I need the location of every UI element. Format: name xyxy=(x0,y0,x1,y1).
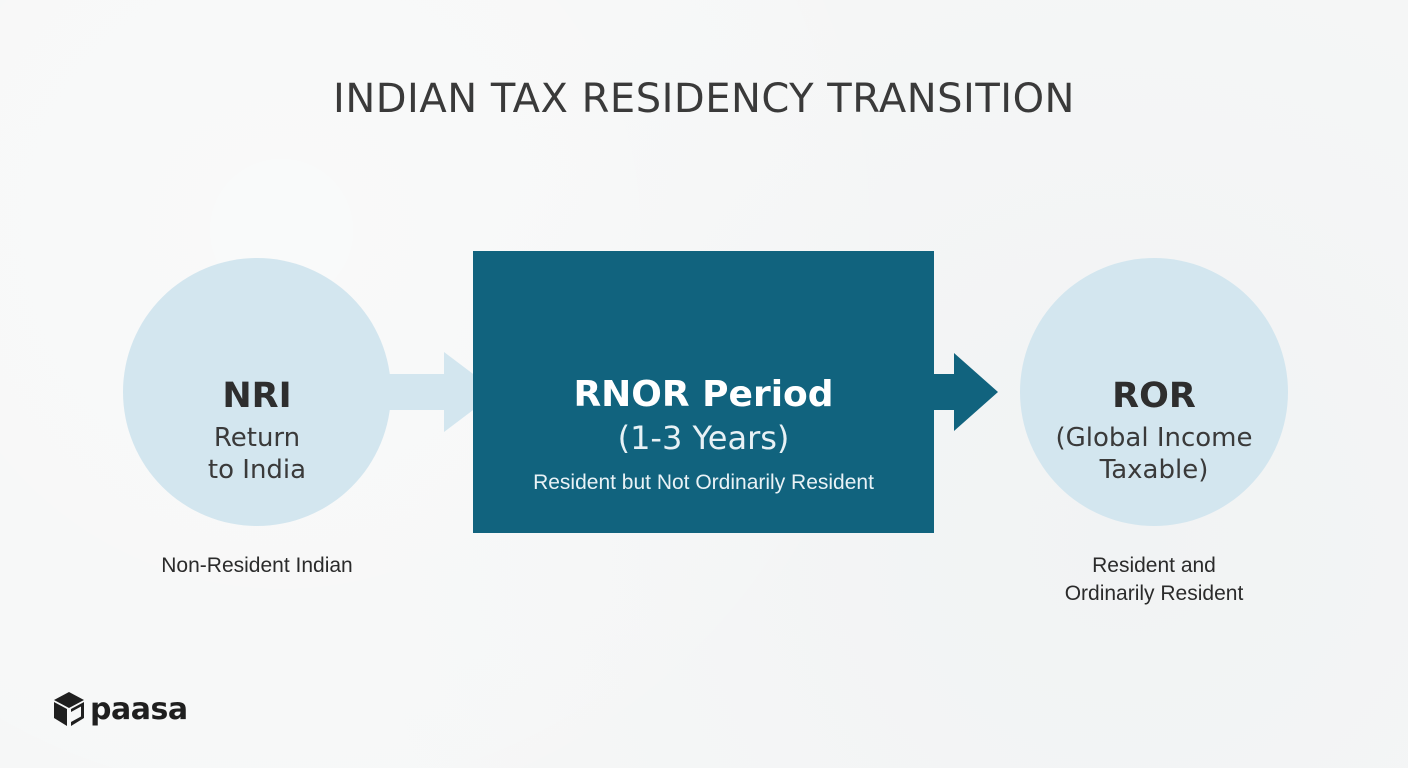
nri-text: NRI Return to India xyxy=(127,376,387,486)
page-title: INDIAN TAX RESIDENCY TRANSITION xyxy=(333,76,1075,122)
arrow-rnor-to-ror xyxy=(930,353,998,431)
brand-name: paasa xyxy=(90,691,188,727)
rnor-heading: RNOR Period xyxy=(573,374,834,415)
rnor-box xyxy=(473,251,934,533)
ror-heading: ROR xyxy=(1112,376,1196,416)
rnor-description: Resident but Not Ordinarily Resident xyxy=(533,471,874,494)
rnor-subheading: (1-3 Years) xyxy=(617,419,790,457)
ror-text: ROR (Global Income Taxable) xyxy=(1024,376,1284,486)
rnor-text: RNOR Period (1-3 Years) Resident but Not… xyxy=(473,374,934,495)
nri-caption: Non-Resident Indian xyxy=(161,554,353,577)
nri-line1: Return xyxy=(213,423,301,453)
brand-logo: paasa xyxy=(52,688,188,730)
cube-icon xyxy=(54,692,84,726)
ror-caption-line1: Resident and xyxy=(1092,554,1216,577)
arrow-nri-to-rnor xyxy=(380,352,497,432)
nri-heading: NRI xyxy=(222,376,292,416)
ror-circle xyxy=(1020,258,1288,526)
nri-line2: to India xyxy=(207,455,307,485)
nri-circle xyxy=(123,258,391,526)
ror-line2: Taxable) xyxy=(1099,455,1209,485)
ror-caption: Resident and Ordinarily Resident xyxy=(1024,552,1284,608)
ror-line1: (Global Income xyxy=(1055,423,1253,453)
ror-caption-line2: Ordinarily Resident xyxy=(1064,582,1244,605)
